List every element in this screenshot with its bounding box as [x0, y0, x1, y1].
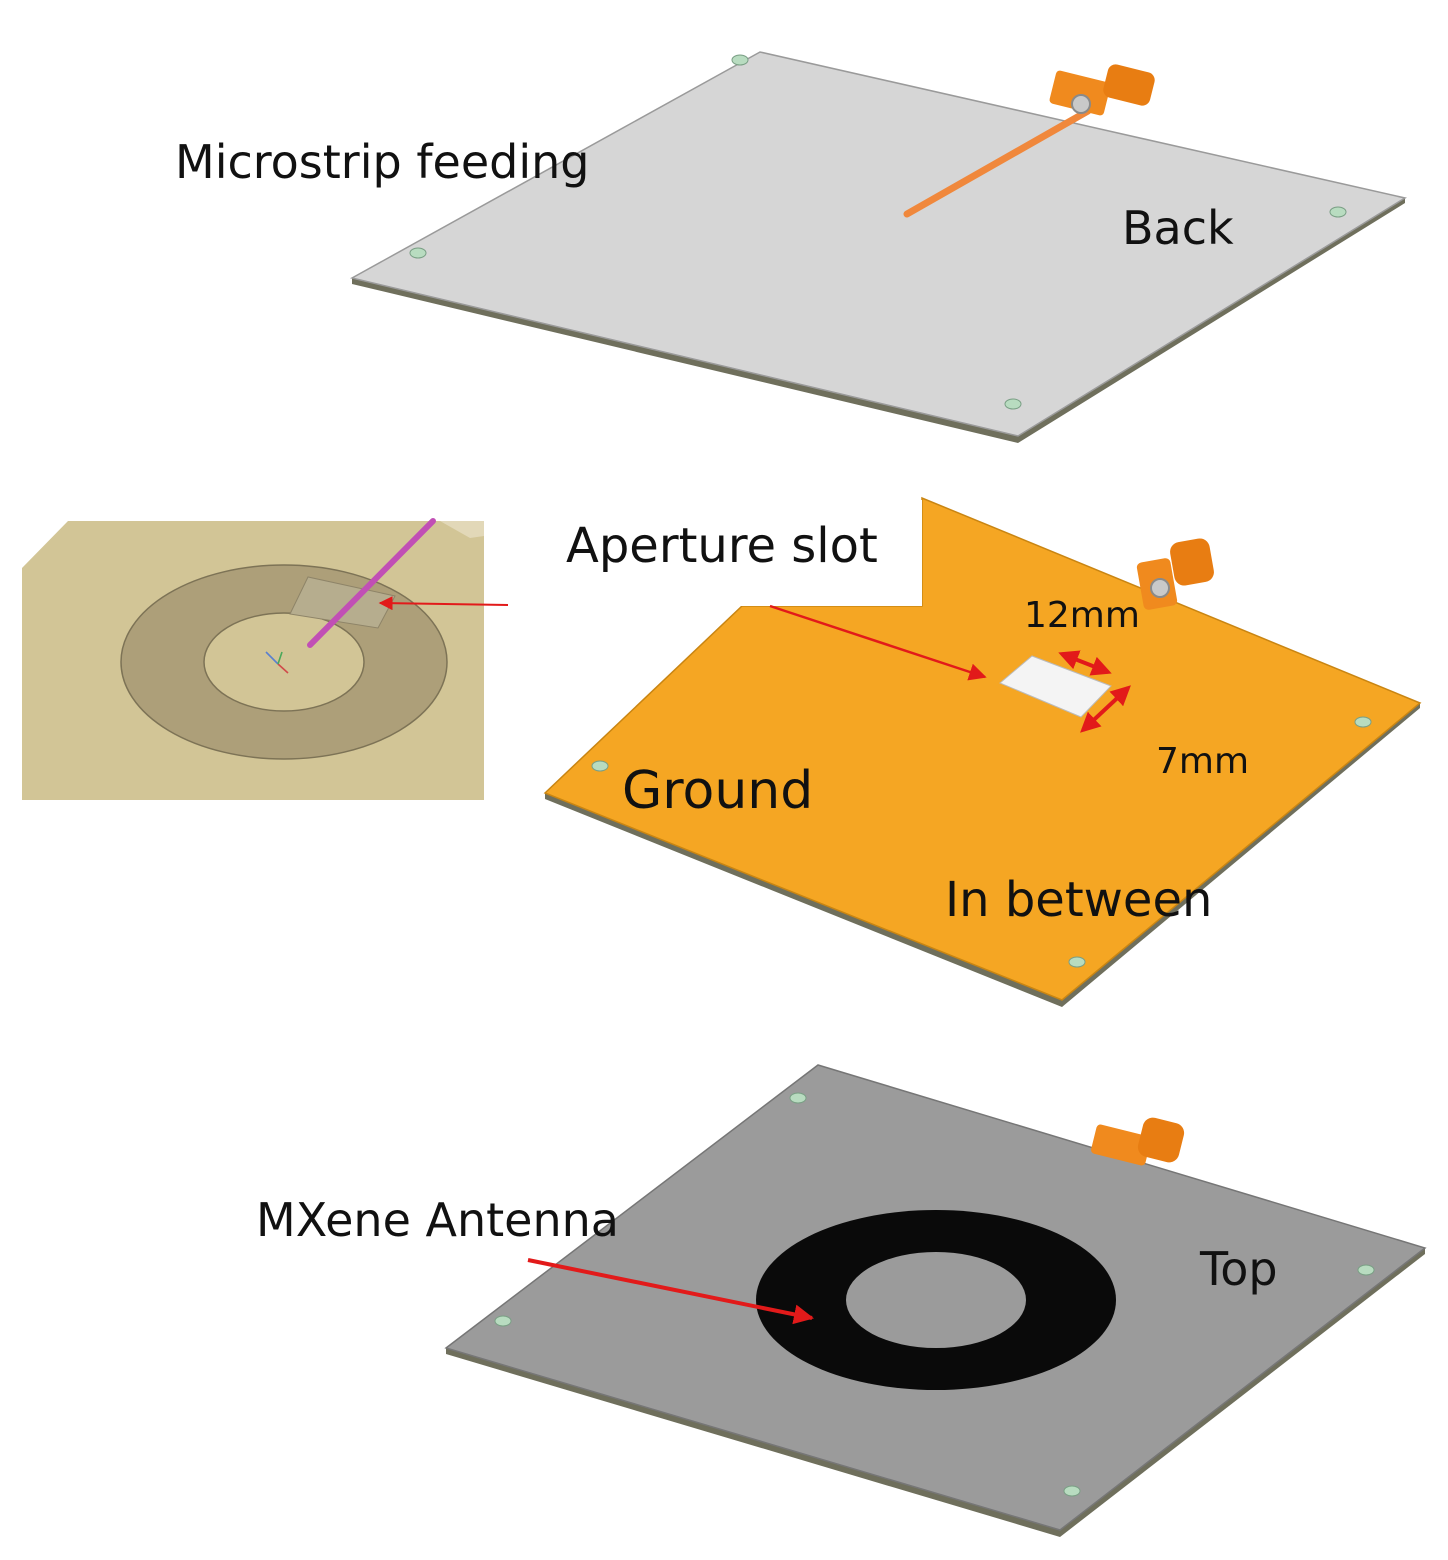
screw-icon: [1354, 716, 1372, 728]
screw-icon: [1004, 398, 1022, 410]
top-layer: MXene Antenna Top: [256, 1064, 1427, 1537]
mxene-antenna-label: MXene Antenna: [256, 1193, 619, 1247]
slot-width-dimension-arrow: [1080, 685, 1131, 733]
back-layer-board: [349, 51, 1407, 437]
inset-ring-hole: [203, 612, 365, 712]
ground-label: Ground: [622, 761, 813, 821]
screw-icon: [789, 1092, 807, 1104]
sma-connector-icon: [1091, 1117, 1185, 1166]
aperture-slot-label-box: [508, 500, 922, 606]
aperture-zoom-inset: [22, 518, 484, 800]
in-between-label: In between: [945, 872, 1212, 928]
screw-icon: [1329, 206, 1347, 218]
ground-layer: 12mm 7mm Ground In between: [543, 496, 1422, 1007]
inset-feed-line: [307, 518, 436, 648]
sma-connector-icon: [1049, 64, 1155, 116]
back-label: Back: [1122, 201, 1234, 255]
screw-icon: [1068, 956, 1086, 968]
inset-aperture-slot: [289, 576, 396, 629]
slot-width-label: 7mm: [1156, 741, 1249, 782]
top-label: Top: [1199, 1242, 1278, 1296]
screw-icon: [409, 247, 427, 259]
microstrip-feeding-label: Microstrip feeding: [175, 135, 589, 189]
feed-line: [903, 107, 1092, 218]
slot-length-label: 12mm: [1024, 595, 1140, 636]
mxene-pointer-arrow: [527, 1258, 814, 1325]
aperture-slot-label: Aperture slot: [566, 518, 878, 574]
inset-pointer-arrow: [378, 596, 509, 611]
screw-icon: [1063, 1485, 1081, 1497]
slot-length-dimension-arrow: [1058, 650, 1112, 676]
coordinate-axes-icon: [265, 651, 289, 674]
sma-connector-icon: [1136, 538, 1214, 610]
screw-icon: [494, 1315, 512, 1327]
screw-icon: [1357, 1264, 1375, 1276]
screw-icon: [731, 54, 749, 66]
aperture-slot-callout: Aperture slot: [378, 500, 987, 681]
screw-icon: [591, 760, 609, 772]
mxene-antenna-ring-hole: [846, 1252, 1026, 1348]
slot-pointer-arrow: [769, 604, 987, 681]
inset-background-corner: [440, 521, 484, 538]
back-layer: Microstrip feeding Back: [175, 51, 1407, 443]
